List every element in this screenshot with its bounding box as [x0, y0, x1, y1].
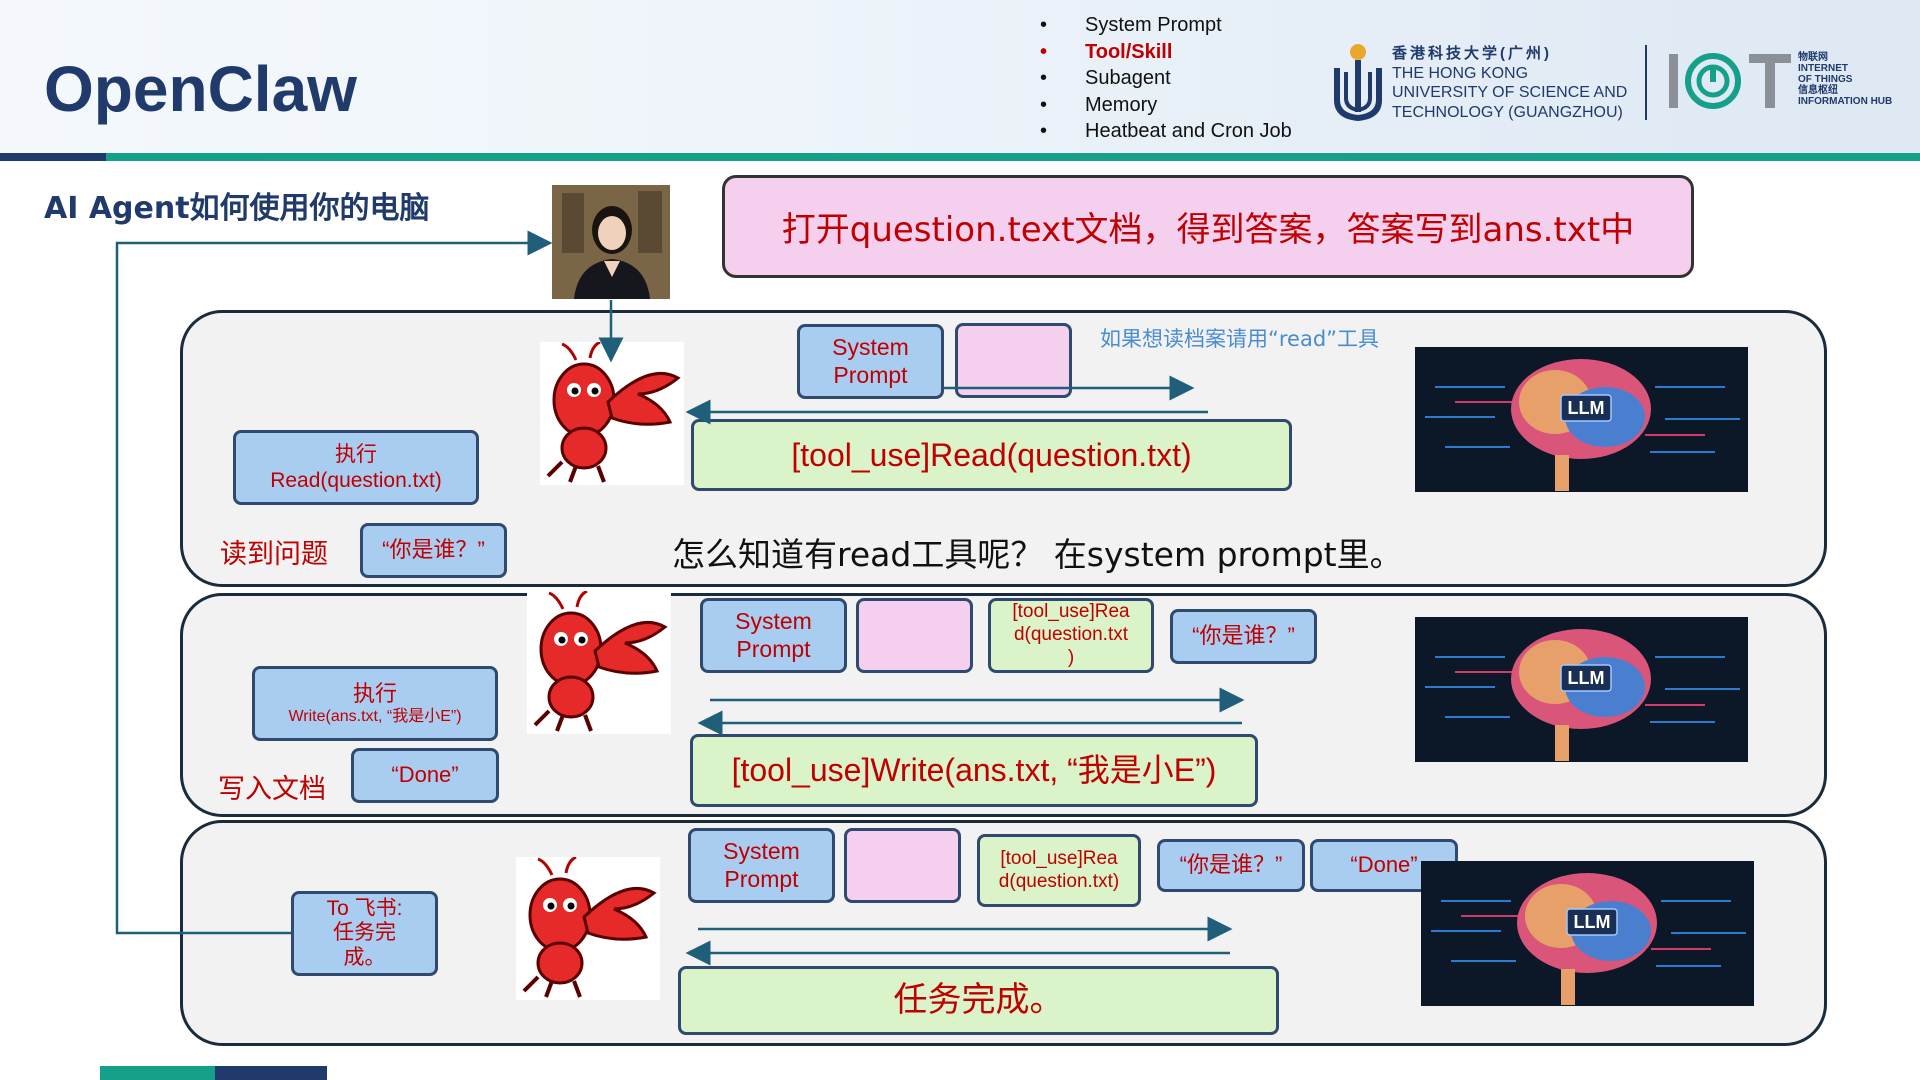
user-message-box [955, 323, 1072, 398]
topic-item-active: Tool/Skill [1040, 39, 1292, 66]
execute-read-box: 执行 Read(question.txt) [233, 430, 479, 505]
llm-brain-icon: LLM [1415, 347, 1748, 492]
llm-response-read: [tool_use]Read(question.txt) [691, 419, 1292, 491]
user-photo [552, 185, 670, 299]
tool-hint: 如果想读档案请用“read”工具 [1100, 327, 1380, 351]
system-prompt-box: System Prompt [700, 598, 847, 673]
footer-accent-teal [100, 1066, 215, 1080]
iot-logo [1669, 53, 1791, 109]
tool-question-note: 怎么知道有read工具呢？ 在system prompt里。 [672, 535, 1403, 574]
history-result-box: “你是谁？” [1170, 609, 1317, 664]
system-prompt-box: System Prompt [688, 828, 835, 903]
task-goal: 打开question.text文档，得到答案，答案写到ans.txt中 [722, 175, 1694, 278]
read-result-box: “你是谁？” [360, 523, 507, 578]
topic-item: System Prompt [1040, 12, 1292, 39]
slide-title: OpenClaw [44, 53, 357, 125]
execute-write-box: 执行 Write(ans.txt, “我是小E”) [252, 666, 498, 741]
topic-item: Memory [1040, 92, 1292, 119]
university-name: 香港科技大学(广州) THE HONG KONG UNIVERSITY OF S… [1392, 45, 1628, 121]
user-message-box [856, 598, 973, 673]
feedback-loop-arrow [115, 230, 553, 935]
send-feishu-box: To 飞书: 任务完 成。 [291, 891, 438, 976]
user-message-box [844, 828, 961, 903]
history-tool-use-box: [tool_use]Rea d(question.txt ) [988, 598, 1154, 673]
llm-brain-icon: LLM [1421, 861, 1754, 1006]
topic-item: Subagent [1040, 65, 1292, 92]
crayfish-mascot-icon [540, 340, 684, 485]
llm-label: LLM [1568, 398, 1605, 418]
hkust-gz-logo [1334, 44, 1382, 122]
llm-response-write: [tool_use]Write(ans.txt, “我是小E”) [690, 734, 1258, 807]
system-prompt-box: System Prompt [797, 324, 944, 399]
iot-logo-text: 物联网 INTERNET OF THINGS 信息枢纽 INFORMATION … [1798, 52, 1893, 107]
write-result-box: “Done” [351, 748, 499, 803]
crayfish-mascot-icon [527, 589, 671, 734]
section-subtitle: AI Agent如何使用你的电脑 [44, 191, 430, 226]
logo-divider [1645, 45, 1647, 120]
topic-list: System Prompt Tool/Skill Subagent Memory… [1040, 12, 1292, 145]
llm-label: LLM [1574, 912, 1611, 932]
topic-item: Heatbeat and Cron Job [1040, 118, 1292, 145]
crayfish-mascot-icon [516, 855, 660, 1000]
llm-response-done: 任务完成。 [678, 966, 1279, 1035]
slide-header [0, 0, 1920, 153]
footer-accent-navy [215, 1066, 327, 1080]
header-rule-navy [0, 153, 106, 161]
llm-brain-icon: LLM [1415, 617, 1748, 762]
history-tool-use-box: [tool_use]Rea d(question.txt) [977, 834, 1141, 907]
read-result-label: 读到问题 [220, 539, 328, 570]
header-rule-teal [106, 153, 1920, 161]
history-result-box: “你是谁？” [1157, 839, 1305, 892]
write-result-label: 写入文档 [218, 774, 326, 805]
llm-label: LLM [1568, 668, 1605, 688]
